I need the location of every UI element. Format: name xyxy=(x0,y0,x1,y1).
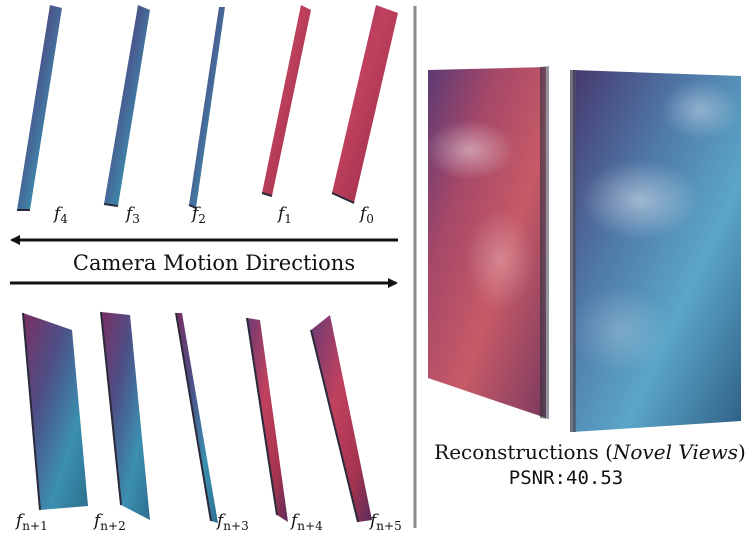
psnr-metric: PSNR:40.53 xyxy=(509,467,623,489)
frame-label: fn+4 xyxy=(289,511,323,533)
frame-label-base: f xyxy=(289,511,300,531)
frame-canvas xyxy=(311,315,372,522)
frame-label: fn+1 xyxy=(14,511,48,533)
frame-label-base: f xyxy=(14,511,25,531)
frame-edge xyxy=(261,192,273,197)
reconstruction-caption: Reconstructions (Novel Views) xyxy=(434,440,745,464)
bottom-frame-3: fn+4 xyxy=(246,317,323,533)
frame-label-subscript: 0 xyxy=(366,212,374,226)
frame-label: f0 xyxy=(358,204,374,226)
frame-canvas xyxy=(247,318,288,522)
top-frame-3: f1 xyxy=(261,5,311,226)
frame-label-subscript: 1 xyxy=(284,212,292,226)
frame-canvas xyxy=(104,5,150,206)
frame-label: f4 xyxy=(52,204,68,226)
frame-label-base: f xyxy=(124,204,135,224)
frame-label-subscript: 2 xyxy=(198,212,206,226)
top-frame-0: f4 xyxy=(17,5,68,226)
frame-label-base: f xyxy=(190,204,201,224)
frame-label-subscript: n+2 xyxy=(100,519,125,533)
frame-label-base: f xyxy=(368,511,379,531)
frame-edge xyxy=(188,204,197,209)
frame-edge xyxy=(100,311,122,506)
psnr-value: 40.53 xyxy=(566,467,623,489)
frame-label-subscript: n+3 xyxy=(223,519,248,533)
frame-edge xyxy=(246,317,278,516)
top-frame-4: f0 xyxy=(331,5,398,226)
frame-label-subscript: n+5 xyxy=(376,519,401,533)
frame-label: fn+2 xyxy=(92,511,126,533)
frame-canvas xyxy=(101,312,150,520)
bottom-frame-1: fn+2 xyxy=(92,311,150,533)
bottom-frame-0: fn+1 xyxy=(14,312,88,533)
frame-label-base: f xyxy=(358,204,369,224)
frame-label-subscript: 3 xyxy=(132,212,140,226)
top-frame-2: f2 xyxy=(188,7,225,226)
frame-label-subscript: n+1 xyxy=(22,519,47,533)
frame-label: fn+3 xyxy=(215,511,249,533)
frame-label-base: f xyxy=(92,511,103,531)
frame-edge xyxy=(103,203,119,207)
frame-label: f3 xyxy=(124,204,140,226)
reconstruction-caption-suffix: ) xyxy=(738,440,745,464)
frame-canvas xyxy=(189,7,225,208)
frame-edge xyxy=(310,329,359,523)
frame-canvas xyxy=(262,5,311,196)
top-frame-1: f3 xyxy=(103,5,150,226)
frame-label: fn+5 xyxy=(368,511,402,533)
frame-label-base: f xyxy=(52,204,63,224)
frame-edge xyxy=(175,312,212,522)
frame-edge xyxy=(22,312,41,511)
reconstruction-view-left xyxy=(425,66,549,419)
frame-canvas xyxy=(332,5,398,203)
frame-label: f1 xyxy=(276,204,292,226)
frame-label-subscript: n+4 xyxy=(297,519,323,533)
motion-caption: Camera Motion Directions xyxy=(73,251,355,275)
bottom-frame-4: fn+5 xyxy=(310,315,402,533)
reconstruction-caption-italic: Novel Views xyxy=(612,440,738,464)
frame-canvas xyxy=(23,313,88,510)
bottom-frame-2: fn+3 xyxy=(175,312,249,533)
reconstruction-caption-prefix: Reconstructions ( xyxy=(434,440,613,464)
psnr-label: PSNR: xyxy=(509,467,566,489)
frame-label: f2 xyxy=(190,204,206,226)
frame-label-subscript: 4 xyxy=(60,212,68,226)
frame-label-base: f xyxy=(215,511,226,531)
frame-canvas xyxy=(176,313,218,523)
frame-label-base: f xyxy=(276,204,287,224)
frame-edge xyxy=(331,192,355,204)
frame-canvas xyxy=(17,5,62,210)
reconstruction-view-right xyxy=(570,70,741,432)
